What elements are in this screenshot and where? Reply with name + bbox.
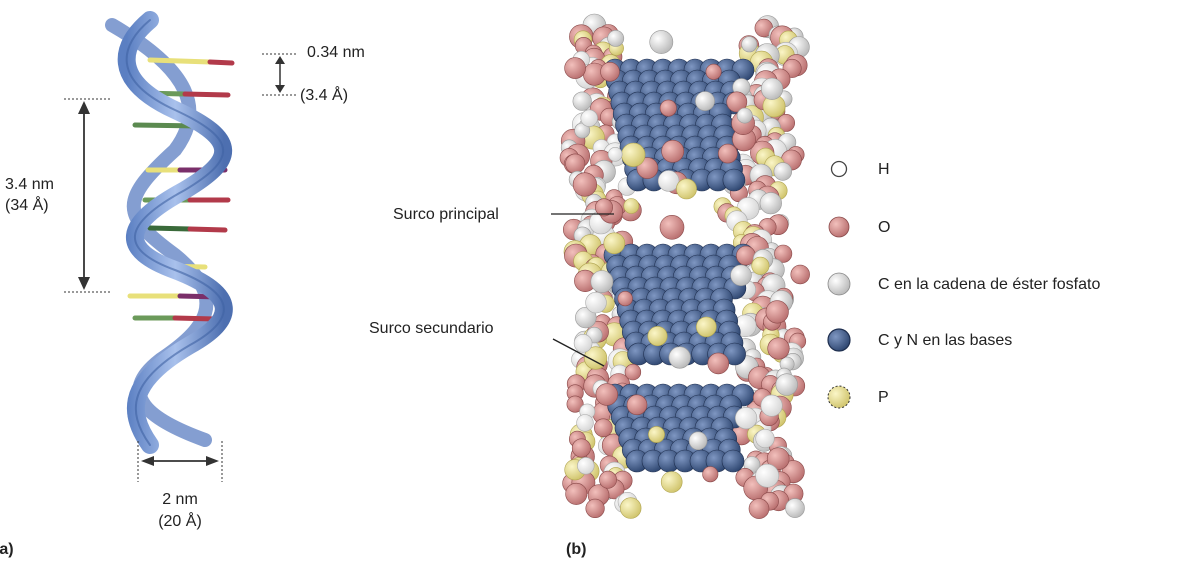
atom-sphere xyxy=(707,352,730,375)
minor-groove-pointer xyxy=(552,338,605,367)
atom-sphere xyxy=(626,394,648,416)
legend-label-p: P xyxy=(878,389,889,406)
major-groove-label: Surco principal xyxy=(393,206,499,223)
atom-sphere xyxy=(755,463,780,488)
atom-sphere xyxy=(585,291,607,314)
atom-sphere xyxy=(760,394,783,417)
atom-sphere xyxy=(702,466,719,483)
atom-sphere xyxy=(790,264,810,285)
rise-angstrom-label: (3.4 Å) xyxy=(300,87,349,104)
legend-label-h: H xyxy=(878,161,890,178)
atom-sphere xyxy=(593,418,613,438)
atom-sphere xyxy=(774,244,793,263)
atom-sphere xyxy=(755,428,775,449)
atom-sphere xyxy=(648,426,665,443)
atom-sphere xyxy=(730,264,752,286)
atom-sphere xyxy=(759,192,782,215)
atom-sphere xyxy=(600,62,620,82)
atom-sphere xyxy=(688,431,708,451)
atom-sphere xyxy=(773,162,792,181)
atom-sphere xyxy=(583,346,608,370)
atom-sphere xyxy=(767,337,790,360)
diameter-value-label: 2 nm xyxy=(162,491,198,508)
atom-sphere xyxy=(657,170,680,192)
atom-sphere xyxy=(572,91,592,111)
minor-groove-label: Surco secundario xyxy=(369,320,494,337)
atom-sphere xyxy=(647,326,668,347)
atom-sphere xyxy=(726,91,748,113)
atom-sphere xyxy=(565,153,586,174)
pitch-dimension xyxy=(64,98,110,293)
atom-sphere xyxy=(785,498,805,518)
atom-sphere xyxy=(595,383,618,406)
atom-sphere xyxy=(717,143,738,164)
atom-sphere xyxy=(705,63,722,80)
atom-sphere xyxy=(736,107,753,124)
atom-sphere xyxy=(765,300,789,324)
lightgray-atom-icon xyxy=(827,272,851,296)
atom-sphere xyxy=(621,142,646,167)
atom-sphere xyxy=(695,91,715,112)
atom-sphere xyxy=(695,316,717,338)
atom-sphere xyxy=(659,215,685,240)
atom-sphere xyxy=(590,270,614,294)
atom-sphere xyxy=(668,346,691,369)
legend-symbols xyxy=(827,160,851,409)
atom-sphere xyxy=(661,139,685,163)
yellow-atom-icon xyxy=(827,385,851,409)
panel-a-label: (a) xyxy=(0,541,14,558)
atom-sphere xyxy=(575,306,597,329)
atom-sphere xyxy=(660,471,683,493)
atom-sphere xyxy=(623,198,640,214)
atom-sphere xyxy=(734,407,758,430)
atom-sphere xyxy=(649,30,674,54)
atom-sphere xyxy=(603,232,626,255)
diameter-angstrom-label: (20 Å) xyxy=(158,513,202,530)
atom-sphere xyxy=(594,198,613,217)
atom-sphere xyxy=(607,30,625,47)
rise-dimension xyxy=(262,53,297,96)
legend-label-cn-bases: C y N en las bases xyxy=(878,332,1013,349)
pitch-value-label: 3.4 nm xyxy=(5,176,54,193)
legend-label-o: O xyxy=(878,219,891,236)
pitch-angstrom-label: (34 Å) xyxy=(5,197,49,214)
atom-sphere xyxy=(659,99,677,117)
atom-sphere xyxy=(565,482,588,505)
atom-spheres xyxy=(559,13,810,519)
atom-sphere xyxy=(760,77,784,100)
diameter-dimension xyxy=(137,441,223,482)
atom-sphere xyxy=(766,447,790,471)
atom-sphere xyxy=(624,363,642,381)
atom-sphere xyxy=(676,178,697,200)
atom-sphere xyxy=(585,498,605,519)
atom-sphere xyxy=(599,470,617,489)
atom-sphere xyxy=(775,373,798,396)
atom-sphere xyxy=(721,449,745,473)
white-atom-icon xyxy=(830,160,848,178)
panel-b-label: (b) xyxy=(566,541,587,558)
legend-label-c-phosphate: C en la cadena de éster fosfato xyxy=(878,276,1101,293)
atom-sphere xyxy=(617,291,633,307)
atom-sphere xyxy=(566,395,584,413)
atom-sphere xyxy=(577,457,595,475)
atom-sphere xyxy=(572,172,598,197)
rise-value-label: 0.34 nm xyxy=(307,44,365,61)
atom-sphere xyxy=(741,36,758,53)
atom-sphere xyxy=(576,414,594,432)
atom-sphere xyxy=(619,497,642,519)
atom-sphere xyxy=(571,438,591,458)
pink-atom-icon xyxy=(828,216,850,238)
atom-sphere xyxy=(607,147,623,162)
atom-sphere xyxy=(722,168,746,192)
atom-sphere xyxy=(748,498,770,519)
atom-sphere xyxy=(564,57,586,79)
atom-sphere xyxy=(573,333,593,353)
atom-sphere xyxy=(751,256,770,275)
atom-sphere xyxy=(580,109,598,127)
blue-atom-icon xyxy=(827,328,851,352)
